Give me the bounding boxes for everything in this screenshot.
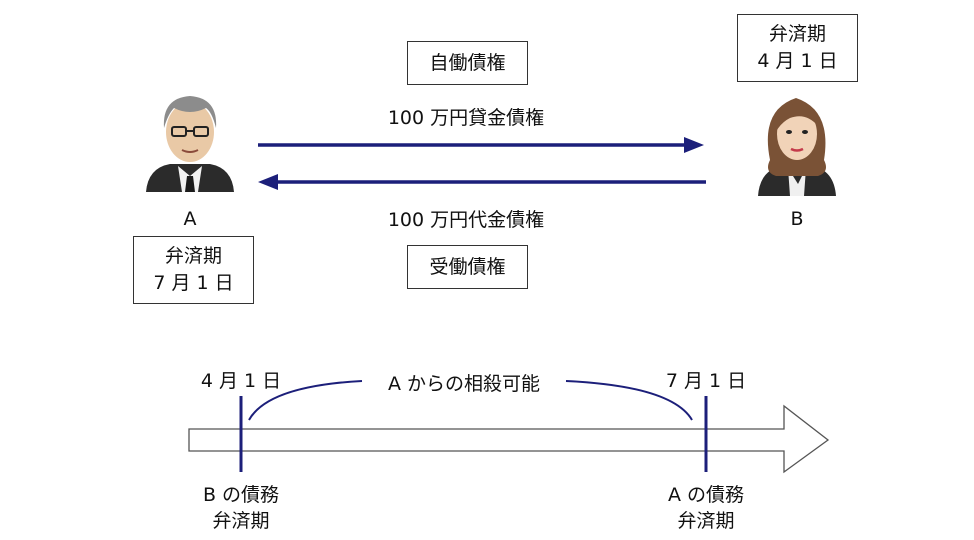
person-b-due-title: 弁済期	[768, 23, 826, 45]
person-a-due-box: 弁済期 7 月 1 日	[133, 236, 254, 304]
active-claim-label: 自働債権	[429, 51, 506, 74]
span-curve-right	[565, 380, 693, 421]
end-caption-line2: 弁済期	[677, 510, 735, 532]
active-claim-amount: 100 万円貸金債権	[387, 107, 545, 129]
end-caption-line1: A の債務	[667, 484, 745, 506]
passive-claim-label: 受働債権	[429, 255, 506, 278]
person-a-due-date: 7 月 1 日	[153, 272, 234, 294]
start-caption-line1: B の債務	[202, 484, 280, 506]
person-b-due-date: 4 月 1 日	[757, 50, 838, 72]
passive-claim-amount: 100 万円代金債権	[387, 209, 545, 231]
timeline-span-label: A からの相殺可能	[387, 373, 541, 395]
passive-claim-box: 受働債権	[407, 245, 528, 289]
active-claim-arrowhead	[684, 137, 704, 153]
timeline-end-caption: A の債務 弁済期	[646, 482, 766, 534]
person-b-due-box: 弁済期 4 月 1 日	[737, 14, 858, 82]
person-a-icon	[146, 96, 234, 192]
active-claim-box: 自働債権	[407, 41, 528, 85]
passive-claim-arrowhead	[258, 174, 278, 190]
person-b-icon	[758, 98, 836, 196]
timeline-arrow	[188, 404, 830, 474]
person-a-label: A	[183, 208, 197, 230]
timeline-start-date: 4 月 1 日	[200, 370, 282, 392]
span-curve-left	[248, 380, 363, 421]
person-b-label: B	[790, 208, 804, 230]
start-caption-line2: 弁済期	[212, 510, 270, 532]
person-a-due-title: 弁済期	[164, 245, 222, 267]
timeline-start-caption: B の債務 弁済期	[181, 482, 301, 534]
timeline-end-date: 7 月 1 日	[665, 370, 747, 392]
